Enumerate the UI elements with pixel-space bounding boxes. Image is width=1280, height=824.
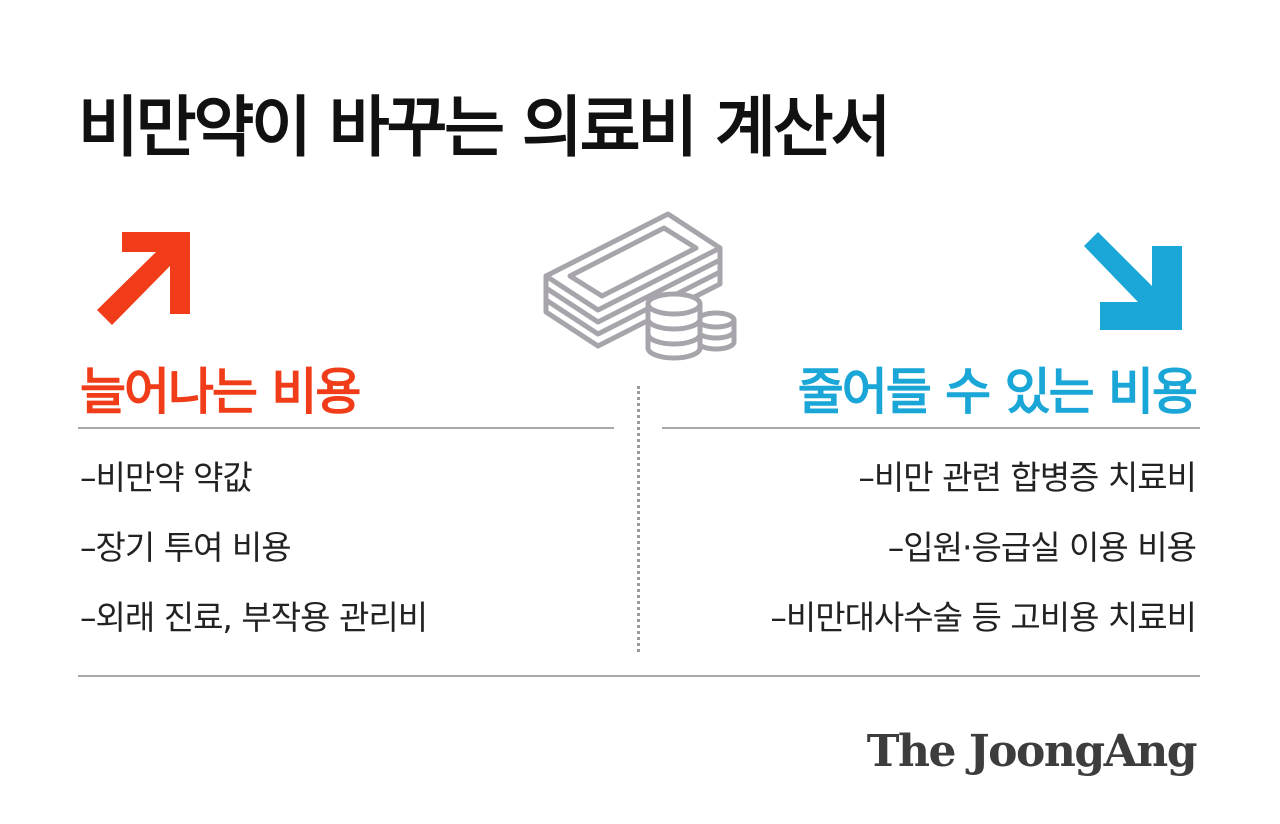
increase-list: –비만약 약값 –장기 투여 비용 –외래 진료, 부작용 관리비 — [80, 452, 428, 662]
arrow-down-right-icon — [1084, 232, 1182, 330]
list-item: –비만대사수술 등 고비용 치료비 — [770, 598, 1197, 637]
list-item: –장기 투여 비용 — [80, 528, 292, 567]
arrow-up-right-icon — [97, 232, 190, 325]
coin-front-top — [645, 291, 703, 317]
bill-layer-3 — [543, 269, 723, 349]
divider-bottom — [78, 675, 1200, 677]
brand-logo: The JoongAng — [866, 726, 1198, 777]
decrease-list: –비만 관련 합병증 치료비 –입원·응급실 이용 비용 –비만대사수술 등 고… — [770, 452, 1197, 662]
bill-layer-2 — [543, 257, 723, 337]
divider-right — [662, 427, 1200, 429]
list-item: –입원·응급실 이용 비용 — [887, 528, 1197, 567]
list-item: –외래 진료, 부작용 관리비 — [80, 598, 428, 637]
divider-left — [78, 427, 614, 429]
increase-heading: 늘어나는 비용 — [80, 363, 361, 421]
list-item: –비만 관련 합병증 치료비 — [858, 458, 1197, 497]
list-item: –비만약 약값 — [80, 458, 253, 497]
center-dotted-divider — [637, 386, 640, 652]
bill-inner — [567, 225, 699, 299]
decrease-heading: 줄어들 수 있는 비용 — [797, 363, 1198, 421]
arrow-down-right-shape — [1084, 232, 1182, 330]
money-stack-coins-icon — [543, 211, 737, 361]
coin-back-top — [695, 310, 737, 330]
bill-layer-1 — [543, 245, 723, 325]
arrow-up-right-shape — [97, 232, 190, 325]
page-title: 비만약이 바꾸는 의료비 계산서 — [78, 89, 891, 166]
